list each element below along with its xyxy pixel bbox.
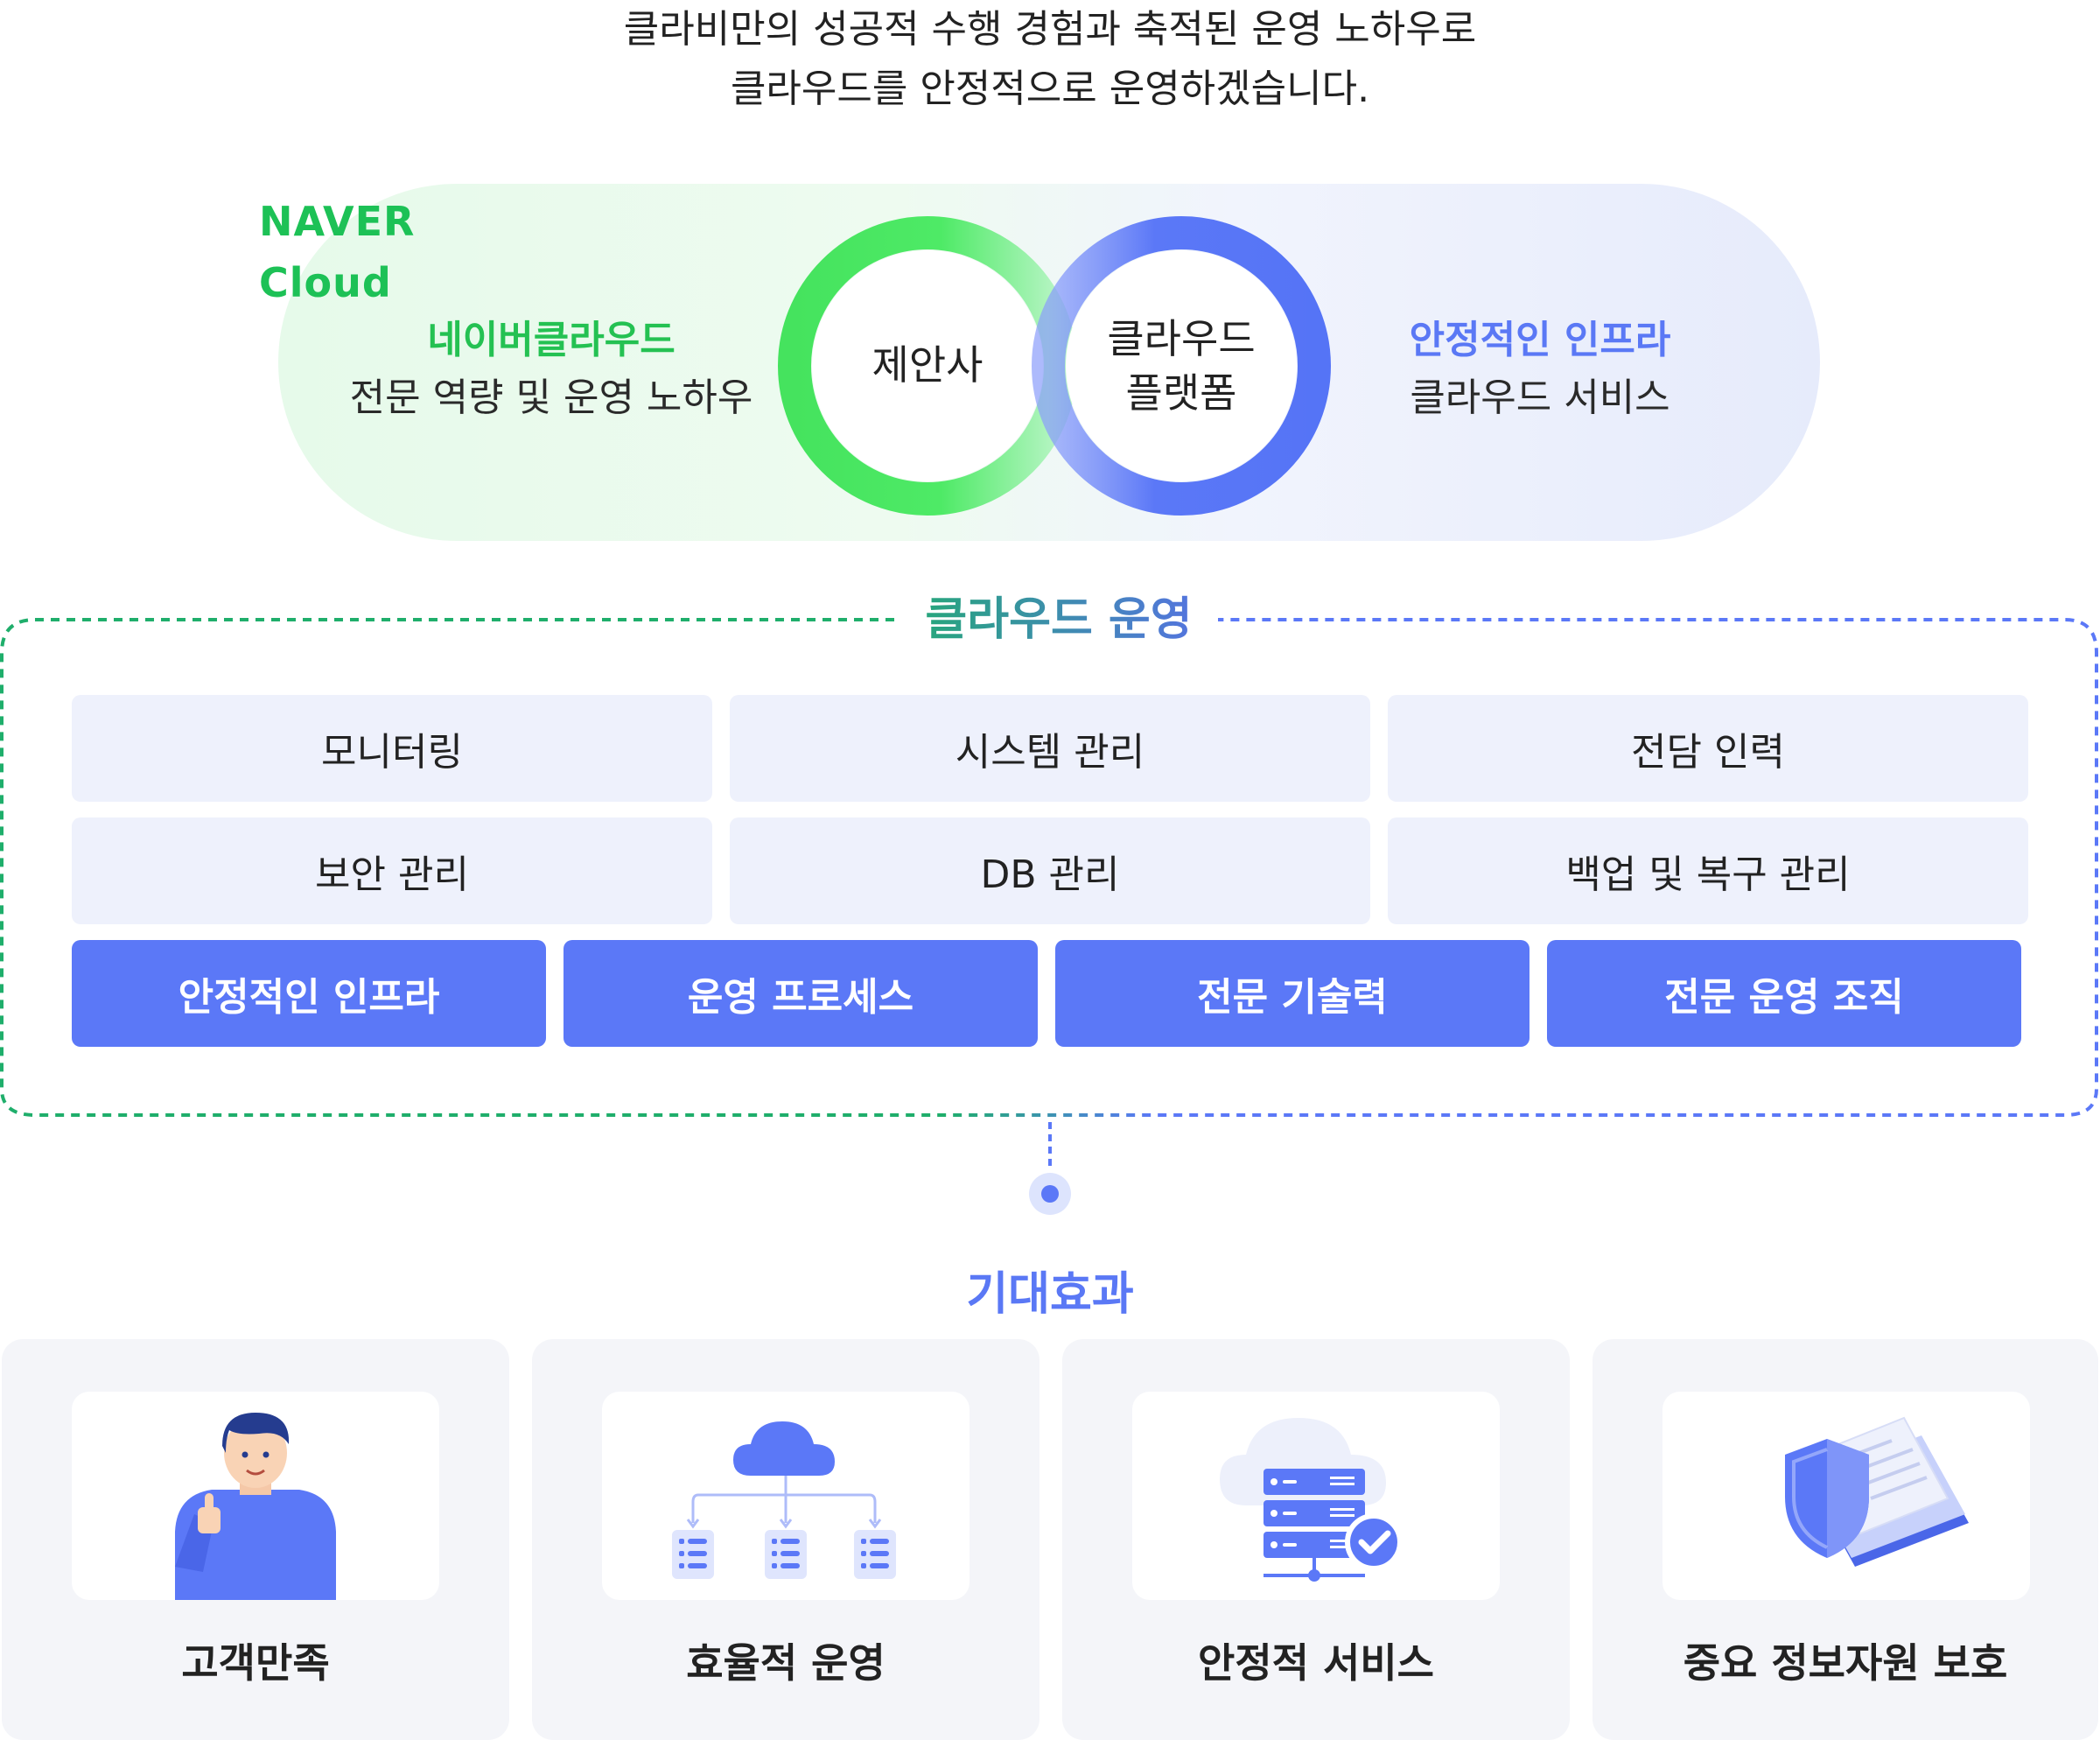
ops-cell-monitoring: 모니터링 [72,695,712,802]
effect-card-2-illustration [602,1392,970,1600]
server-check-icon [1220,1418,1403,1582]
ring-right-line-1: 클라우드 [1107,315,1256,362]
ops-cell-db: DB 관리 [730,817,1370,924]
ops-cell-backup: 백업 및 복구 관리 [1388,817,2028,924]
logo-line-1: NAVER [259,198,416,245]
effect-card-3-illustration [1132,1392,1500,1600]
logo-line-2: Cloud [259,259,392,306]
connector [1029,1122,1071,1215]
blue-ring-inner [1066,250,1297,481]
ops-cell-system: 시스템 관리 [730,695,1370,802]
pill-process: 운영 프로세스 [564,940,1038,1047]
shield-documents-icon [1785,1416,1969,1567]
venn-rings [778,216,1331,516]
left-subtitle: 전문 역량 및 운영 노하우 [349,375,753,420]
effect-card-2-label: 효율적 운영 [686,1639,886,1687]
effects-title: 기대효과 [966,1268,1134,1321]
cloud-network-icon [672,1421,896,1579]
right-title: 안정적인 인프라 [1409,318,1671,362]
blue-ring [1032,216,1331,516]
ring-left-label: 제안사 [872,341,984,389]
effect-card-4-label: 중요 정보자원 보호 [1683,1639,2008,1687]
effect-card-1: 고객만족 [2,1339,509,1740]
pill-stable-infra: 안정적인 인프라 [72,940,546,1047]
ops-cell-staff: 전담 인력 [1388,695,2028,802]
thumbs-up-person-icon [175,1413,336,1600]
ring-right-line-2: 플랫폼 [1125,369,1237,417]
effect-card-1-illustration [72,1392,439,1600]
intro-line-1: 클라비만의 성공적 수행 경험과 축적된 운영 노하우로 [623,7,1477,52]
left-title: 네이버클라우드 [427,318,676,362]
green-ring-inner [812,250,1043,481]
ring-right-label: 클라우드 플랫폼 [1068,312,1295,420]
intro-line-2: 클라우드를 안정적으로 운영하겠습니다. [730,67,1370,111]
ops-cell-security: 보안 관리 [72,817,712,924]
effect-card-3: 안정적 서비스 [1062,1339,1570,1740]
effect-card-4: 중요 정보자원 보호 [1592,1339,2098,1740]
effect-card-2: 효율적 운영 [532,1339,1040,1740]
pill-organization: 전문 운영 조직 [1547,940,2021,1047]
naver-cloud-logo: NAVER Cloud [259,191,415,313]
operations-title: 클라우드 운영 [875,592,1242,648]
right-subtitle: 클라우드 서비스 [1410,375,1670,420]
effect-card-3-label: 안정적 서비스 [1198,1639,1434,1687]
effect-card-1-label: 고객만족 [181,1639,330,1687]
intro-text: 클라비만의 성공적 수행 경험과 축적된 운영 노하우로 클라우드를 안정적으로… [0,0,2100,119]
pill-expertise: 전문 기술력 [1055,940,1530,1047]
effect-card-4-illustration [1662,1392,2030,1600]
operations-dashed-border [0,618,2098,1117]
